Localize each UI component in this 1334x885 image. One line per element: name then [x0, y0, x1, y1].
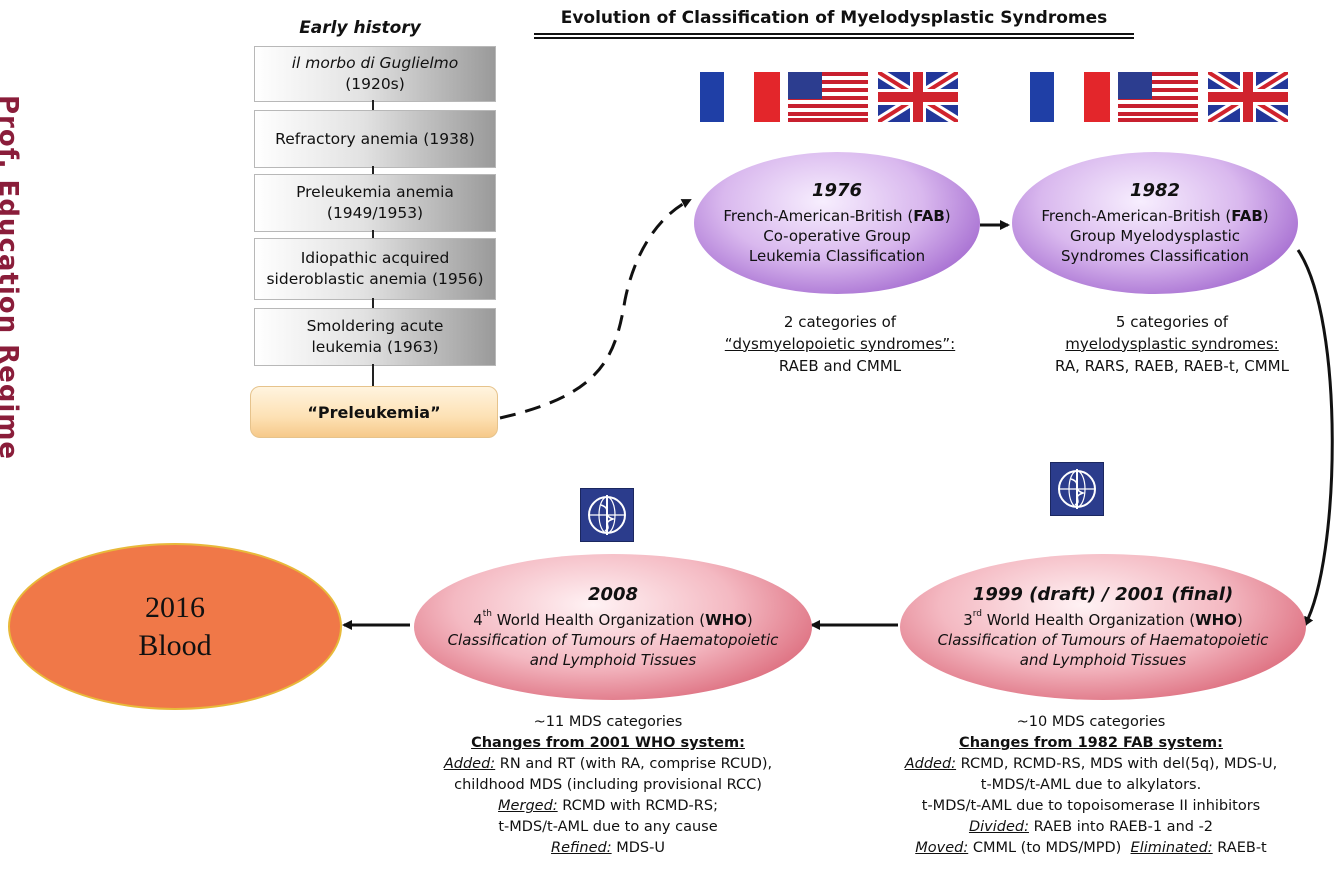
main-title: Evolution of Classification of Myelodysp…	[560, 8, 1108, 28]
who-2001-count: ~10 MDS categories	[1016, 714, 1166, 730]
history-box-line2: (1949/1953)	[326, 204, 424, 222]
history-connector	[372, 298, 374, 308]
blood-2016-ellipse: 2016 Blood	[8, 543, 342, 710]
fab-1976-line1: French-American-British (FAB)	[723, 206, 951, 225]
who-2001-moved: Moved: CMML (to MDS/MPD) Eliminated: RAE…	[915, 840, 1267, 857]
preleukemia-box: “Preleukemia”	[250, 386, 498, 438]
flag-uk-icon	[878, 72, 958, 122]
history-box: Idiopathic acquired sideroblastic anemia…	[254, 238, 496, 300]
fab-1982-categories: 5 categories of myelodysplastic syndrome…	[1010, 312, 1334, 377]
fab-1976-cat2: “dysmyelopoietic syndromes”:	[724, 334, 956, 353]
fab-1976-line2: Co-operative Group	[763, 227, 911, 246]
dashed-arrow	[499, 198, 692, 420]
who-2008-line-b: childhood MDS (including provisional RCC…	[454, 777, 762, 794]
who-2001-year: 1999 (draft) / 2001 (final)	[972, 584, 1234, 606]
fab-1976-year: 1976	[811, 180, 863, 202]
who-2001-line2: Classification of Tumours of Haematopoie…	[937, 631, 1269, 650]
early-history-title: Early history	[299, 18, 421, 38]
who-2001-line1: 3rd World Health Organization (WHO)	[963, 608, 1243, 629]
history-box-line1: Idiopathic acquired	[300, 249, 450, 268]
who-2008-line3: and Lymphoid Tissues	[529, 651, 697, 670]
history-box: Preleukemia anemia (1949/1953)	[254, 174, 496, 232]
flag-usa-icon	[788, 72, 868, 122]
who-2001-line-b: t-MDS/t-AML due to alkylators.	[980, 777, 1202, 794]
who-2008-year: 2008	[587, 584, 639, 606]
who-2001-line-c: t-MDS/t-AML due to topoisomerase II inhi…	[921, 798, 1261, 815]
who-2008-added: Added: RN and RT (with RA, comprise RCUD…	[443, 756, 773, 773]
who-emblem-icon	[580, 488, 634, 542]
fab-1982-line3: Syndromes Classification	[1060, 247, 1250, 266]
history-box-line1: Smoldering acute	[306, 317, 444, 336]
flag-uk-icon	[1208, 72, 1288, 122]
who-2001-changes: ~10 MDS categories Changes from 1982 FAB…	[848, 712, 1334, 859]
history-box-line2: sideroblastic anemia (1956)	[266, 270, 484, 288]
history-box-line1: Refractory anemia (1938)	[275, 129, 475, 148]
who-2008-ellipse: 2008 4th World Health Organization (WHO)…	[414, 554, 812, 700]
history-box: Refractory anemia (1938)	[254, 110, 496, 168]
who-2008-changes-title: Changes from 2001 WHO system:	[471, 735, 745, 752]
history-box: Smoldering acute leukemia (1963)	[254, 308, 496, 366]
who-2008-line-d: t-MDS/t-AML due to any cause	[498, 819, 718, 836]
history-box-line1: Preleukemia anemia	[296, 183, 454, 202]
who-2008-count: ~11 MDS categories	[533, 714, 683, 730]
fab-1982-cat3: RA, RARS, RAEB, RAEB-t, CMML	[1055, 356, 1289, 375]
fab-1982-cat1: 5 categories of	[1115, 313, 1229, 331]
who-2001-line3: and Lymphoid Tissues	[1019, 651, 1187, 670]
who-2008-changes: ~11 MDS categories Changes from 2001 WHO…	[398, 712, 818, 859]
history-connector	[372, 364, 374, 386]
history-connector	[372, 100, 374, 110]
blood-2016-year: 2016	[145, 591, 205, 624]
fab-1982-cat2: myelodysplastic syndromes:	[1065, 334, 1279, 353]
who-2008-line2: Classification of Tumours of Haematopoie…	[447, 631, 779, 650]
fab-1976-line3: Leukemia Classification	[748, 247, 926, 266]
fab-1982-ellipse: 1982 French-American-British (FAB) Group…	[1012, 152, 1298, 294]
who-2001-changes-title: Changes from 1982 FAB system:	[959, 735, 1223, 752]
arrow-1982-2001	[1296, 249, 1334, 627]
history-box-line2: (1920s)	[345, 75, 405, 93]
history-box-line2: leukemia (1963)	[311, 338, 439, 356]
who-2008-refined: Refined: MDS-U	[551, 840, 665, 857]
flag-usa-icon	[1118, 72, 1198, 122]
flag-france-icon	[1030, 72, 1110, 122]
fab-1976-categories: 2 categories of “dysmyelopoietic syndrom…	[680, 312, 1000, 377]
blood-2016-label: Blood	[138, 628, 212, 662]
history-connector	[372, 166, 374, 174]
fab-1982-line2: Group Myelodysplastic	[1069, 227, 1241, 246]
fab-1976-cat1: 2 categories of	[783, 313, 897, 331]
who-2001-added: Added: RCMD, RCMD-RS, MDS with del(5q), …	[904, 756, 1278, 773]
who-2008-line1: 4th World Health Organization (WHO)	[473, 608, 753, 629]
history-box: il morbo di Guglielmo (1920s)	[254, 46, 496, 102]
fab-1976-cat3: RAEB and CMML	[778, 356, 902, 375]
who-2001-divided: Divided: RAEB into RAEB-1 and -2	[968, 819, 1214, 836]
history-box-line1: il morbo di Guglielmo	[291, 54, 459, 73]
who-2008-merged: Merged: RCMD with RCMD-RS;	[498, 798, 718, 815]
who-emblem-icon	[1050, 462, 1104, 516]
who-2001-ellipse: 1999 (draft) / 2001 (final) 3rd World He…	[900, 554, 1306, 700]
fab-1982-year: 1982	[1129, 180, 1181, 202]
fab-1982-line1: French-American-British (FAB)	[1041, 206, 1269, 225]
fab-1976-ellipse: 1976 French-American-British (FAB) Co-op…	[694, 152, 980, 294]
history-connector	[372, 230, 374, 238]
flag-france-icon	[700, 72, 780, 122]
title-underline	[534, 37, 1134, 39]
title-underline	[534, 33, 1134, 35]
